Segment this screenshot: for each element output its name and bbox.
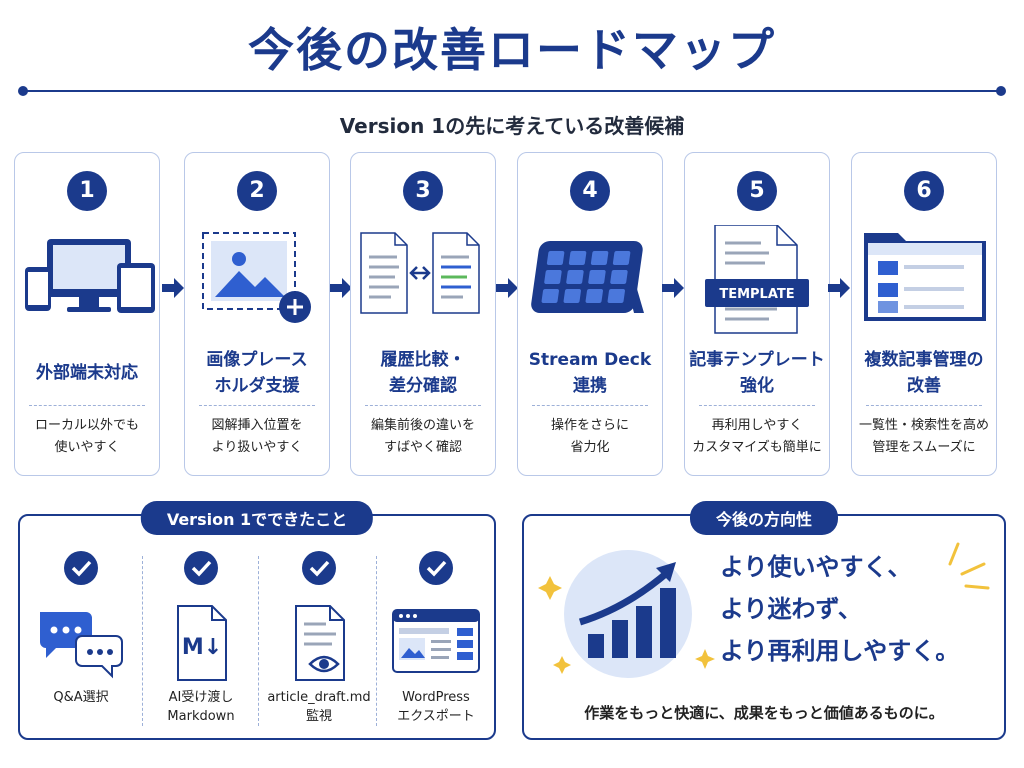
page-title: 今後の改善ロードマップ [248,23,776,77]
sparkle-icon [948,542,990,590]
step-card-6: 6 複数記事管理の 改善 一覧性・検索性を高め 管理をスムーズに [851,152,997,476]
arrow-right-icon [330,278,352,298]
file-watch-icon [295,605,345,681]
check-circle-icon [419,551,453,585]
done-item-label: article_draft.md 監視 [267,690,371,724]
sparkle-icon [695,649,715,669]
step-number: 2 [237,171,277,211]
direction-footer: 作業をもっと快適に、成果をもっと価値あるものに。 [584,704,944,722]
step-title: 画像プレース ホルダ支援 [206,350,308,396]
step-number: 1 [67,171,107,211]
done-item-wordpress: WordPress エクスポート [377,546,495,736]
growth-chart-icon [538,550,692,678]
image-placeholder-icon [202,232,311,323]
step-title: 複数記事管理の 改善 [864,350,984,396]
step-title: Stream Deck 連携 [528,350,652,396]
arrow-right-icon [496,278,518,298]
done-item-qa: Q&A選択 [22,546,140,736]
step-card-5: 5 TEMPLATE 記事テンプレート 強化 再利用しやすく カスタマイズも簡単… [684,152,830,476]
step-card-1: 1 外部端末対応 ローカル以外でも 使いやすく [14,152,160,476]
done-item-markdown: M↓ AI受け渡し Markdown [142,546,260,736]
step-description: 一覧性・検索性を高め 管理をスムーズに [858,418,989,455]
browser-window-icon [392,609,480,673]
step-description: 再利用しやすく カスタマイズも簡単に [692,418,822,455]
step-description: ローカル以外でも 使いやすく [34,418,139,455]
done-panel: Version 1でできたこと Q&A選択 M↓ AI受け渡し Markdown [18,501,496,740]
done-panel-tag: Version 1でできたこと [140,501,374,535]
chat-bubbles-icon [40,612,123,679]
done-item-label: Q&A選択 [53,690,109,705]
direction-panel: 今後の方向性 より使いやすく、 より迷わず、 より再利用しやすく。 作業をもっと… [522,501,1006,740]
slogan-line-2: より迷わず、 [720,595,862,623]
step-number: 4 [570,171,610,211]
markdown-file-icon: M↓ [177,605,227,681]
step-description: 図解挿入位置を より扱いやすく [211,418,303,455]
check-circle-icon [302,551,336,585]
arrow-right-icon [162,278,184,298]
done-item-file-watch: article_draft.md 監視 [260,546,378,736]
done-item-label: WordPress エクスポート [397,690,475,724]
check-circle-icon [184,551,218,585]
document-diff-icon [360,232,480,314]
done-item-label: AI受け渡し Markdown [167,690,235,724]
template-badge: TEMPLATE [719,287,794,302]
arrow-right-icon [828,278,850,298]
direction-panel-tag: 今後の方向性 [689,501,839,535]
step-title: 記事テンプレート 強化 [689,350,825,396]
step-card-4: 4 Stream Deck 連携 操作をさらに 省力化 [517,152,663,476]
markdown-glyph: M↓ [182,635,222,660]
slogan-line-3: より再利用しやすく。 [720,637,960,665]
direction-slogan: より使いやすく、 より迷わず、 より再利用しやすく。 [720,546,990,672]
step-title: 履歴比較・ 差分確認 [380,350,466,396]
step-number: 5 [737,171,777,211]
check-circle-icon [64,551,98,585]
stream-deck-icon [531,241,644,313]
title-divider [18,86,1006,96]
step-title: 外部端末対応 [36,363,138,383]
step-number: 3 [403,171,443,211]
folder-list-icon [864,233,986,321]
step-description: 操作をさらに 省力化 [550,418,629,455]
step-description: 編集前後の違いを すばやく確認 [370,418,475,455]
slogan-line-1: より使いやすく、 [720,553,912,581]
devices-icon [25,239,155,313]
arrow-right-icon [662,278,684,298]
page-subtitle: Version 1の先に考えている改善候補 [339,114,685,138]
step-number: 6 [904,171,944,211]
template-icon: TEMPLATE [705,225,809,334]
step-card-3: 3 履歴比較・ 差分確認 編集前後の違いを すばやく確認 [350,152,496,476]
step-card-2: 2 画像プレース ホルダ支援 図解挿入位置を より扱いやすく [184,152,330,476]
